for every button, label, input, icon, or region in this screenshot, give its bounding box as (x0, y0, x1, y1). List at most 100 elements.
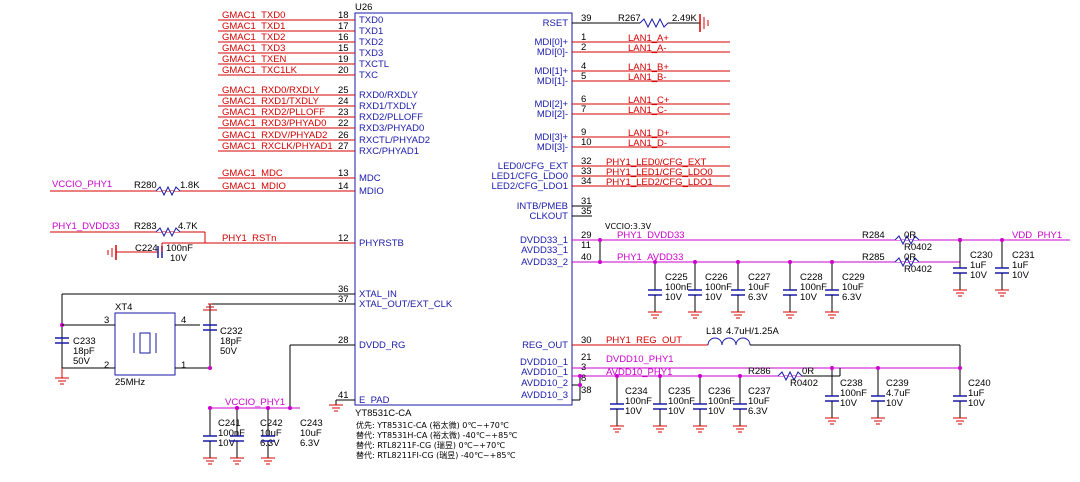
r286-value: 0R (802, 366, 814, 377)
pin-name: DVDD33_1 (520, 235, 568, 246)
ground-icon (203, 457, 217, 465)
cap-ref: C226 (705, 272, 728, 283)
cap-value: 100nF (668, 396, 695, 407)
ground-icon (688, 311, 702, 319)
pin-number: 9 (581, 127, 586, 138)
net-label: GMAC1_TXEN (222, 54, 287, 65)
pin-name: RXC/PHYAD1 (359, 146, 419, 157)
pin-number: 13 (338, 168, 349, 179)
pin-number: 24 (338, 96, 349, 107)
cap-value: 4.7uF (886, 388, 910, 399)
pin-name: RSET (543, 18, 569, 29)
pin-name: MDI[0]+ (534, 37, 568, 48)
pin-name: XTAL_OUT/EXT_CLK (359, 299, 453, 310)
ground-icon (261, 457, 275, 465)
net-label: GMAC1_RXD0/RXDLY (222, 85, 321, 96)
pin-name: MDI[1]- (537, 76, 568, 87)
pin-number: 38 (581, 385, 592, 396)
pin-name: INTB/PMEB (517, 201, 568, 212)
dvdd10-phy1-net: DVDD10_PHY1 (606, 354, 674, 365)
net-label: GMAC1_TXC1LK (222, 65, 298, 76)
ic-part: YT8531C-CA (355, 408, 412, 419)
pin-name: TXD0 (359, 15, 383, 26)
pin-name: RXD2/PLLOFF (359, 112, 423, 123)
net-label: GMAC1_TXD3 (222, 43, 285, 54)
ground-icon (953, 289, 967, 297)
net-label: LAN1_C+ (628, 95, 670, 106)
c233-voltage: 50V (73, 356, 91, 367)
cap-value: 10uF (842, 282, 864, 293)
pin-name: MDI[2]+ (534, 99, 568, 110)
net-label: LAN1_A+ (628, 33, 669, 44)
cap-voltage: 10V (800, 292, 818, 303)
xt4-ref: XT4 (115, 302, 132, 313)
phy1-reg-out-net: PHY1_REG_OUT (606, 335, 682, 346)
cap-voltage: 10V (970, 270, 988, 281)
vccio-phy1-label: VCCIO_PHY1 (52, 179, 112, 190)
r283-value: 4.7K (178, 221, 198, 232)
pin-number: 15 (338, 43, 349, 54)
r267-value: 2.49K (672, 13, 697, 24)
pin-number: 14 (338, 181, 349, 192)
pin-number: 37 (338, 294, 349, 305)
pin-number: 16 (338, 32, 349, 43)
pin-name: MDI[3]+ (534, 132, 568, 143)
cap-ref: C240 (968, 378, 991, 389)
r285-pkg: R0402 (904, 264, 932, 275)
ic-note: 替代: YT8531H-CA (裕太微) -40℃~+85℃ (356, 430, 517, 440)
pin-name: MDI[3]- (537, 142, 568, 153)
pin-number: 25 (338, 85, 349, 96)
pin-number: 8 (581, 373, 586, 384)
r267-resistor (639, 17, 669, 29)
pin-name: RXD1/TXDLY (359, 101, 418, 112)
c232-voltage: 50V (220, 346, 238, 357)
c232-value: 18pF (220, 336, 242, 347)
pin-name: AVDD10_3 (521, 390, 568, 401)
cap-value: 100nF (708, 396, 735, 407)
pin-number: 21 (581, 352, 592, 363)
pin-number: 29 (581, 230, 592, 241)
pin-name: MDC (359, 173, 381, 184)
cap-voltage: 6.3V (748, 292, 768, 303)
c233-value: 18pF (73, 346, 95, 357)
epad-ground (329, 399, 355, 412)
cap-ref: C236 (708, 386, 731, 397)
pin-number: 18 (338, 10, 349, 21)
vdd10-rails: DVDD10_PHY1 AVDD10_PHY1 R286 0R R0402 C2… (572, 354, 991, 433)
pin-number: 31 (581, 196, 592, 207)
r280-ref: R280 (134, 180, 157, 191)
pin-number: 4 (581, 61, 586, 72)
ground-icon (995, 289, 1009, 297)
pin-number: 10 (581, 137, 592, 148)
avdd33-rail: VCCIO:3.3V PHY1_DVDD33 PHY1_AVDD33 R284 … (572, 222, 1070, 319)
c233-ref: C233 (73, 336, 96, 347)
ic-note: 替代: RTL8211F-CG (瑞昱) 0℃~+70℃ (356, 440, 505, 450)
cap-c242 (230, 406, 244, 465)
pin-name: LED2/CFG_LDO1 (491, 181, 568, 192)
pin-number: 41 (338, 390, 349, 401)
phy1-dvdd33-net: PHY1_DVDD33 (617, 230, 685, 241)
pin-name: RXD0/RXDLY (359, 90, 419, 101)
pin-name: TXCTL (359, 59, 389, 70)
c224-value: 100nF (166, 243, 193, 254)
net-label: PHY1_LED2/CFG_LDO1 (606, 177, 713, 188)
cap-voltage: 10V (665, 292, 683, 303)
r283-group: PHY1_DVDD33 R283 4.7K C224 100nF 10V (50, 221, 355, 264)
ground-icon (653, 425, 667, 433)
